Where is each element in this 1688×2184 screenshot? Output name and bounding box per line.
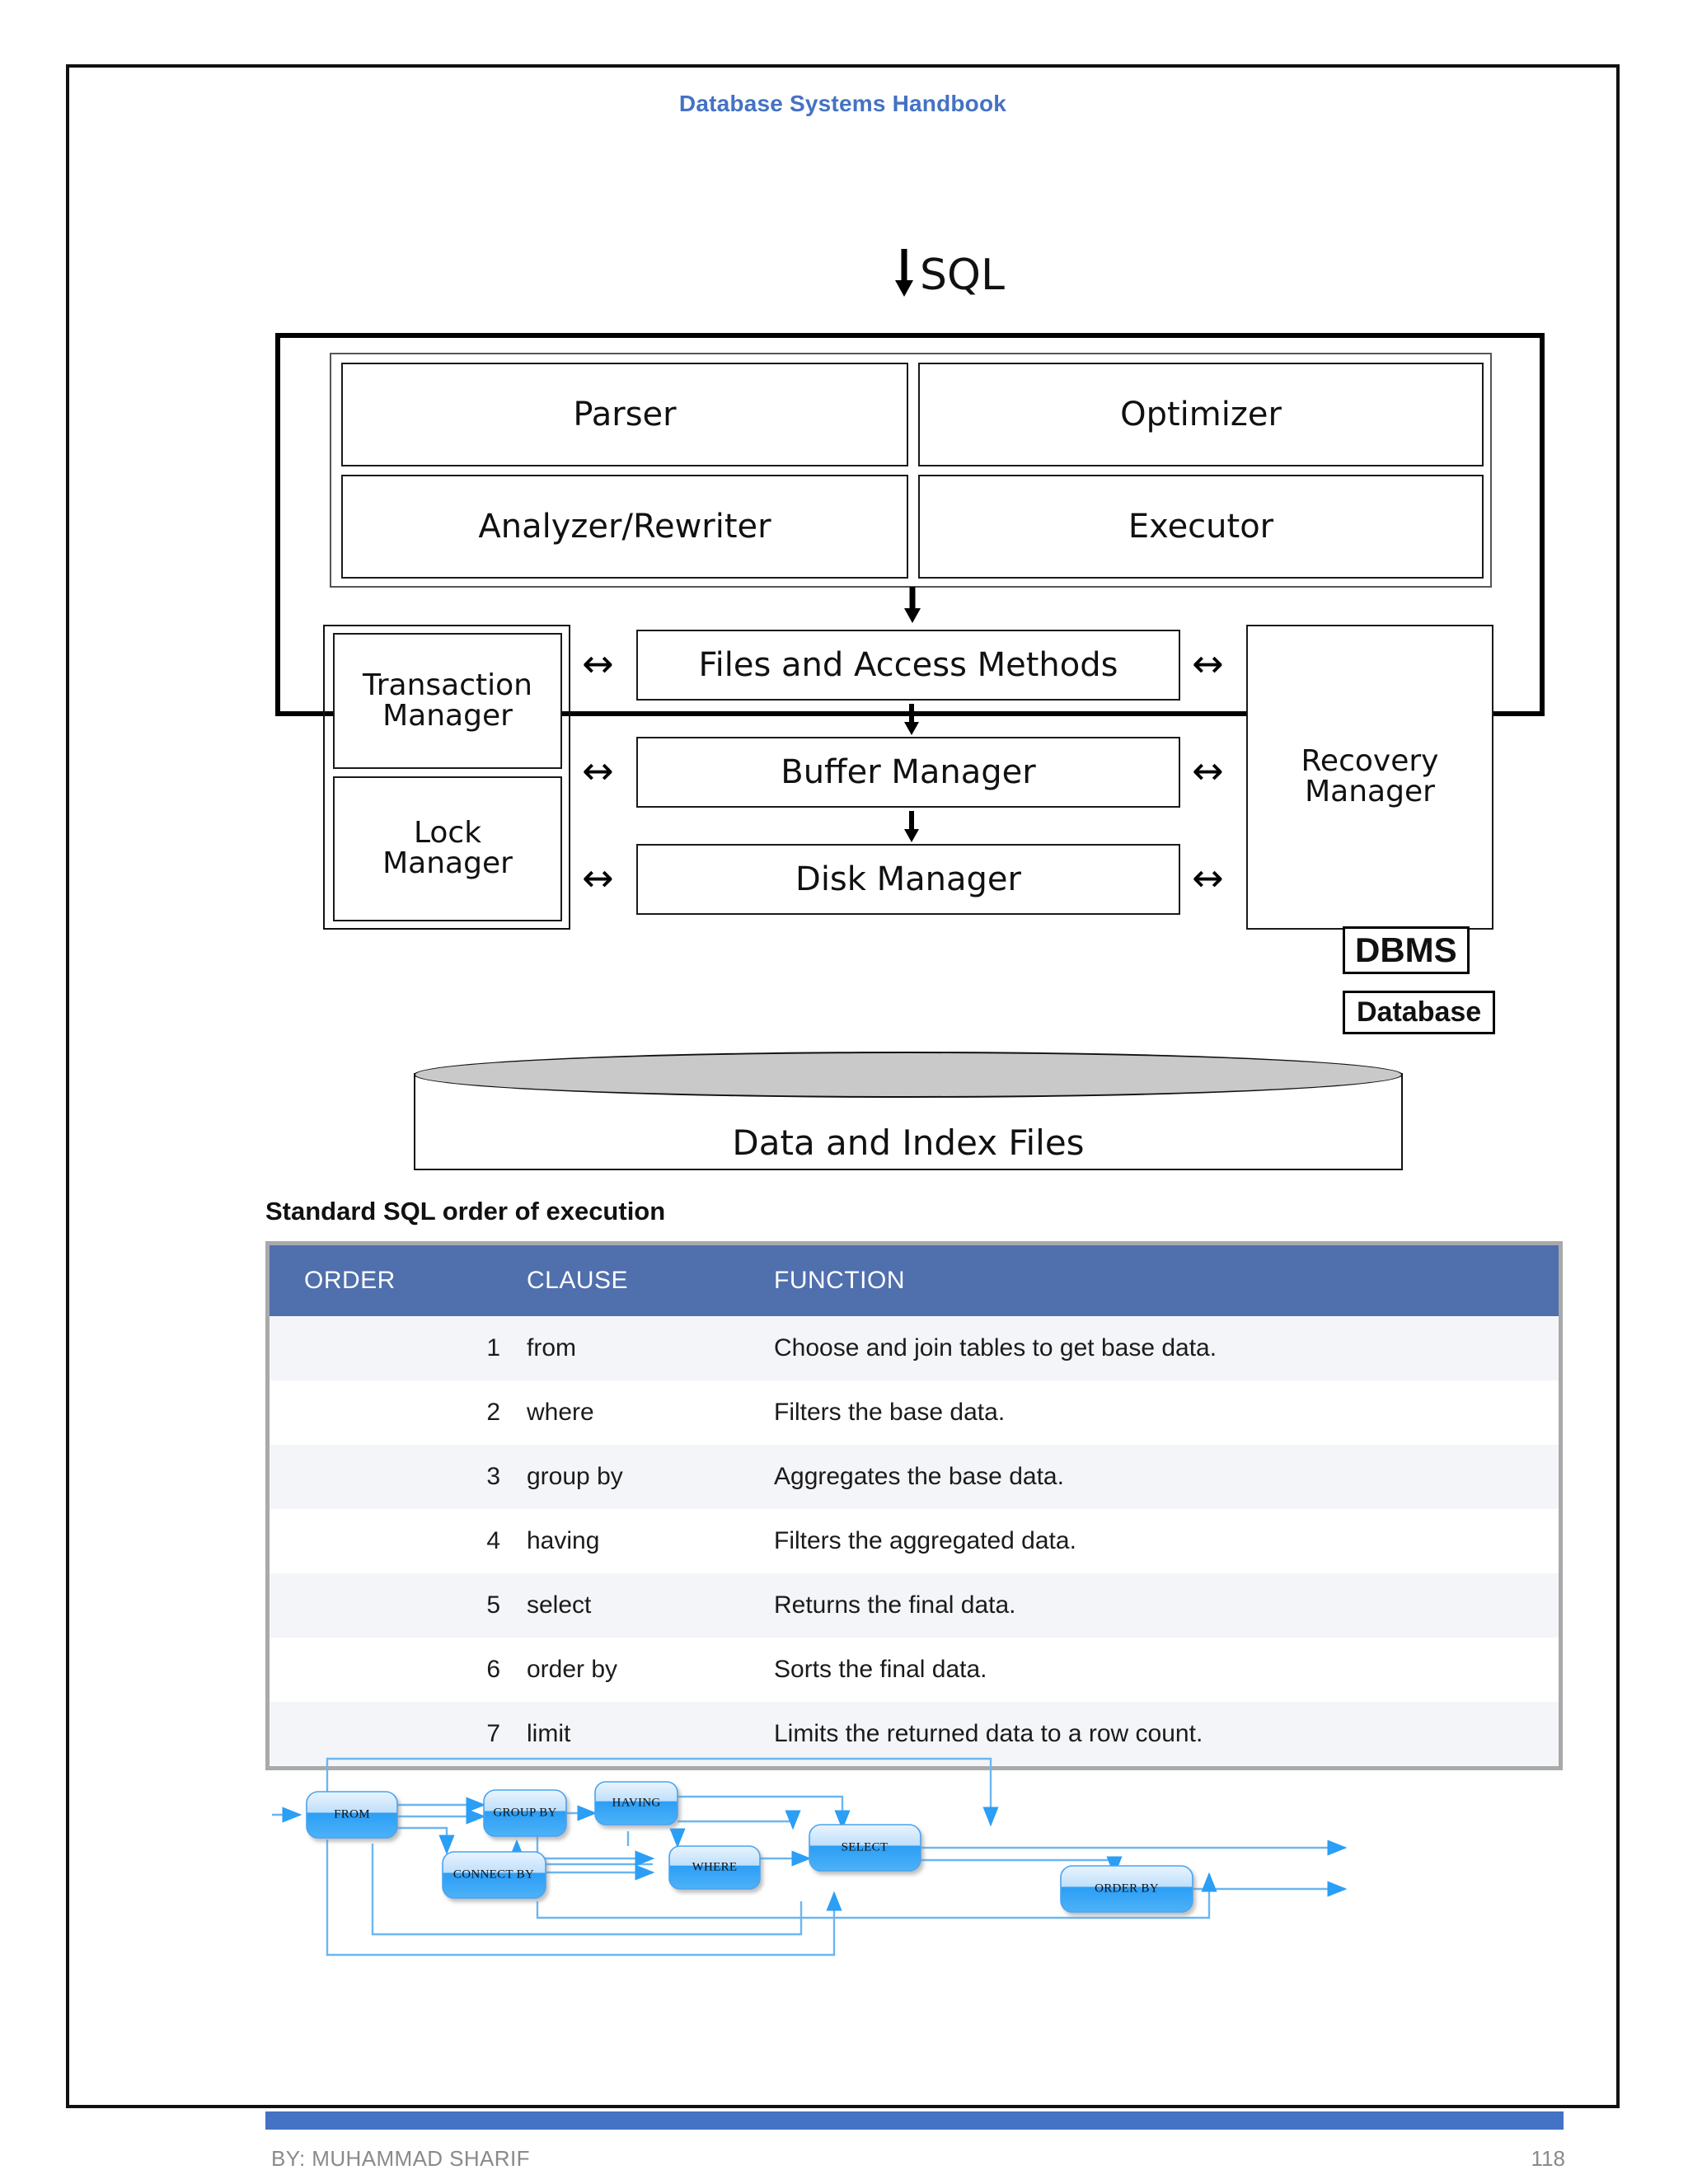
component-lock-manager: Lock Manager bbox=[333, 776, 562, 921]
cell-order: 3 bbox=[486, 1463, 500, 1490]
component-executor: Executor bbox=[918, 475, 1484, 579]
bidi-arrow-icon-txn-files: ↔ bbox=[582, 641, 614, 686]
component-transaction-manager: Transaction Manager bbox=[333, 633, 562, 769]
dbms-tag: DBMS bbox=[1343, 926, 1470, 974]
flow-node-order-by[interactable]: ORDER BY bbox=[1095, 1882, 1159, 1895]
lock-manager-line2: Manager bbox=[382, 846, 513, 880]
flow-node-from[interactable]: FROM bbox=[334, 1807, 370, 1821]
cell-function: Aggregates the base data. bbox=[774, 1463, 1064, 1490]
down-arrow-icon bbox=[893, 247, 915, 302]
cell-order: 7 bbox=[486, 1720, 500, 1747]
cell-function: Returns the final data. bbox=[774, 1591, 1016, 1619]
sql-execution-flow-diagram: FROM CONNECT BY GROUP BY HAVING WHERE SE… bbox=[265, 1749, 1568, 2021]
cell-clause: having bbox=[527, 1527, 600, 1554]
cell-clause: group by bbox=[527, 1463, 623, 1490]
cell-clause: limit bbox=[527, 1720, 571, 1747]
sql-label-text: SQL bbox=[920, 250, 1005, 300]
cell-clause: select bbox=[527, 1591, 592, 1619]
cell-order: 4 bbox=[486, 1527, 500, 1554]
document-page: Database Systems Handbook SQL Parser Opt… bbox=[66, 64, 1620, 2171]
table-title: Standard SQL order of execution bbox=[265, 1197, 666, 1226]
down-arrow-icon-buffer-to-disk bbox=[902, 811, 921, 848]
component-analyzer-rewriter: Analyzer/Rewriter bbox=[341, 475, 908, 579]
flow-node-having[interactable]: HAVING bbox=[612, 1796, 660, 1809]
cell-clause: order by bbox=[527, 1656, 618, 1683]
bidi-arrow-icon-lock-disk: ↔ bbox=[582, 855, 614, 900]
flow-node-select[interactable]: SELECT bbox=[842, 1840, 889, 1854]
query-processing-group: Parser Optimizer Analyzer/Rewriter Execu… bbox=[330, 353, 1492, 588]
table-row: 3 group by Aggregates the base data. bbox=[270, 1445, 1559, 1509]
component-parser: Parser bbox=[341, 363, 908, 466]
down-arrow-icon-files-to-buffer bbox=[902, 704, 921, 741]
column-header-clause: CLAUSE bbox=[527, 1245, 774, 1316]
component-buffer-manager: Buffer Manager bbox=[636, 737, 1180, 808]
recovery-manager-line1: Recovery bbox=[1301, 744, 1439, 779]
manager-group: Transaction Manager Lock Manager bbox=[323, 625, 570, 930]
column-header-order: ORDER bbox=[270, 1245, 527, 1316]
component-files-and-access-methods: Files and Access Methods bbox=[636, 630, 1180, 701]
sql-input-label: SQL bbox=[893, 247, 1005, 302]
cell-function: Limits the returned data to a row count. bbox=[774, 1720, 1203, 1747]
footer-page-number: 118 bbox=[1531, 2146, 1565, 2171]
bidi-arrow-icon-txn-buffer: ↔ bbox=[582, 748, 614, 793]
storage-cylinder: Data and Index Files bbox=[414, 1052, 1403, 1170]
cell-function: Filters the aggregated data. bbox=[774, 1527, 1076, 1554]
table-row: 4 having Filters the aggregated data. bbox=[270, 1509, 1559, 1573]
flow-node-group-by[interactable]: GROUP BY bbox=[493, 1806, 556, 1819]
table-row: 2 where Filters the base data. bbox=[270, 1380, 1559, 1445]
bidi-arrow-icon-files-recovery: ↔ bbox=[1192, 641, 1224, 686]
down-arrow-icon-to-files bbox=[902, 587, 923, 629]
component-disk-manager: Disk Manager bbox=[636, 844, 1180, 915]
cell-function: Filters the base data. bbox=[774, 1399, 1006, 1426]
database-tag: Database bbox=[1343, 991, 1496, 1034]
sql-order-table: ORDER CLAUSE FUNCTION 1 from Choose and jo… bbox=[265, 1241, 1563, 1770]
cell-clause: from bbox=[527, 1334, 576, 1361]
dbms-boundary-box: Parser Optimizer Analyzer/Rewriter Execu… bbox=[275, 333, 1545, 716]
cell-order: 5 bbox=[486, 1591, 500, 1619]
table-row: 7 limit Limits the returned data to a row … bbox=[270, 1702, 1559, 1766]
column-header-function: FUNCTION bbox=[774, 1245, 1559, 1316]
cell-order: 6 bbox=[486, 1656, 500, 1683]
transaction-manager-line2: Manager bbox=[382, 698, 513, 733]
bidi-arrow-icon-buffer-recovery: ↔ bbox=[1192, 748, 1224, 793]
cell-function: Choose and join tables to get base data. bbox=[774, 1334, 1217, 1361]
page-title: Database Systems Handbook bbox=[678, 91, 1007, 116]
table-row: 1 from Choose and join tables to get base … bbox=[270, 1316, 1559, 1380]
footer-author: BY: MUHAMMAD SHARIF bbox=[271, 2146, 530, 2171]
cell-clause: where bbox=[527, 1399, 594, 1426]
table-header-row: ORDER CLAUSE FUNCTION bbox=[270, 1245, 1559, 1316]
cell-function: Sorts the final data. bbox=[774, 1656, 987, 1683]
component-recovery-manager: Recovery Manager bbox=[1246, 625, 1493, 930]
cylinder-top-ellipse bbox=[414, 1052, 1403, 1098]
lock-manager-line1: Lock bbox=[413, 816, 482, 851]
flow-node-connect-by[interactable]: CONNECT BY bbox=[453, 1868, 534, 1881]
table-row: 6 order by Sorts the final data. bbox=[270, 1638, 1559, 1702]
component-optimizer: Optimizer bbox=[918, 363, 1484, 466]
storage-label: Data and Index Files bbox=[732, 1122, 1085, 1163]
bidi-arrow-icon-disk-recovery: ↔ bbox=[1192, 855, 1224, 900]
transaction-manager-line1: Transaction bbox=[363, 668, 532, 702]
cell-order: 1 bbox=[486, 1334, 500, 1361]
footer-bar bbox=[265, 2111, 1564, 2130]
recovery-manager-line2: Manager bbox=[1305, 775, 1435, 808]
cell-order: 2 bbox=[486, 1399, 500, 1426]
table-row: 5 select Returns the final data. bbox=[270, 1573, 1559, 1638]
flow-node-where[interactable]: WHERE bbox=[692, 1860, 738, 1873]
